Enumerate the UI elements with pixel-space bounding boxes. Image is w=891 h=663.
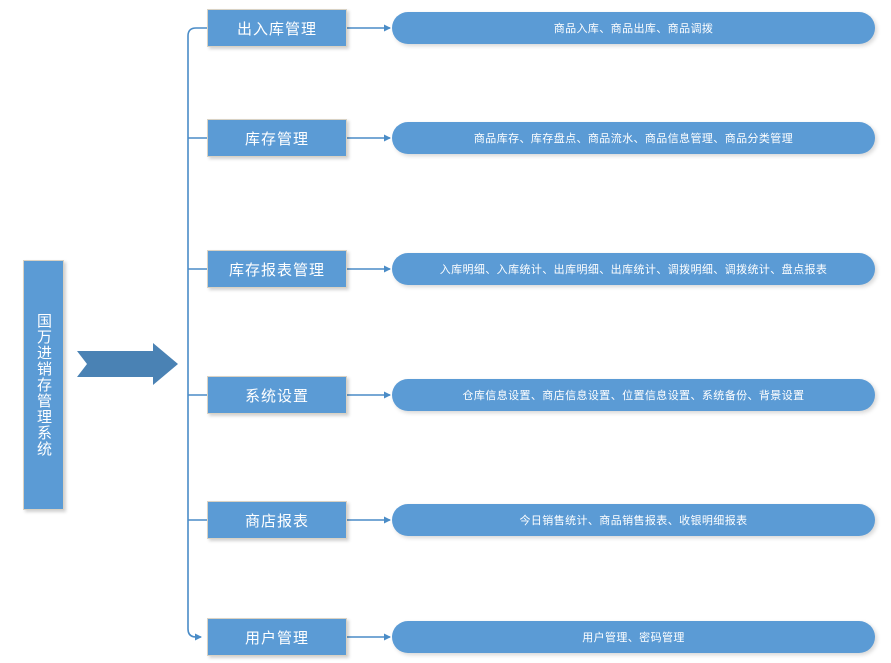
feature-pill-5[interactable]: 今日销售统计、商品销售报表、收银明细报表 [392, 504, 875, 536]
module-node-4[interactable]: 系统设置 [207, 376, 347, 414]
feature-pill-text: 用户管理、密码管理 [582, 632, 685, 644]
feature-pill-4[interactable]: 仓库信息设置、商店信息设置、位置信息设置、系统备份、背景设置 [392, 379, 875, 411]
module-node-label: 商店报表 [244, 512, 309, 530]
system-title-bar: 国万进销存管理系统 [23, 260, 64, 510]
module-node-label: 出入库管理 [236, 20, 317, 38]
module-node-label: 库存管理 [244, 130, 309, 148]
feature-pill-6[interactable]: 用户管理、密码管理 [392, 621, 875, 653]
module-node-6[interactable]: 用户管理 [207, 618, 347, 656]
module-node-label: 库存报表管理 [228, 261, 325, 279]
feature-pill-3[interactable]: 入库明细、入库统计、出库明细、出库统计、调拨明细、调拨统计、盘点报表 [392, 253, 875, 285]
module-node-1[interactable]: 出入库管理 [207, 9, 347, 47]
pentagon-arrow-shape [77, 343, 178, 385]
feature-pill-text: 商品入库、商品出库、商品调拨 [553, 23, 714, 35]
module-node-label: 用户管理 [244, 629, 309, 647]
feature-pill-text: 今日销售统计、商品销售报表、收银明细报表 [519, 515, 748, 527]
feature-pill-text: 仓库信息设置、商店信息设置、位置信息设置、系统备份、背景设置 [462, 390, 805, 402]
feature-pill-text: 入库明细、入库统计、出库明细、出库统计、调拨明细、调拨统计、盘点报表 [439, 264, 828, 276]
spine-connector [187, 27, 207, 641]
feature-pill-text: 商品库存、库存盘点、商品流水、商品信息管理、商品分类管理 [473, 133, 794, 145]
feature-pill-2[interactable]: 商品库存、库存盘点、商品流水、商品信息管理、商品分类管理 [392, 122, 875, 154]
module-node-2[interactable]: 库存管理 [207, 119, 347, 157]
module-node-label: 系统设置 [244, 387, 309, 405]
main-flow-arrow [77, 343, 178, 385]
feature-pill-1[interactable]: 商品入库、商品出库、商品调拨 [392, 12, 875, 44]
module-node-5[interactable]: 商店报表 [207, 501, 347, 539]
system-title-text: 国万进销存管理系统 [35, 313, 52, 457]
module-node-3[interactable]: 库存报表管理 [207, 250, 347, 288]
